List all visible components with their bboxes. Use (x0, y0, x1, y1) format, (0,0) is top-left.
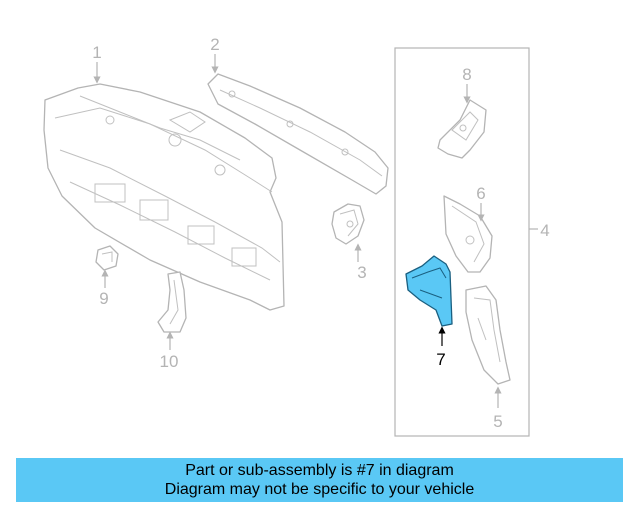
part-10-bracket (157, 271, 187, 333)
banner-line-2: Diagram may not be specific to your vehi… (164, 481, 475, 498)
info-banner: Part or sub-assembly is #7 in diagram Di… (16, 458, 623, 502)
part-6-inner-panel (443, 195, 493, 273)
part-1-rear-panel (43, 83, 285, 311)
part-3-bracket (331, 203, 365, 245)
part-7-highlighted[interactable] (405, 255, 453, 327)
callout-9: 9 (99, 289, 108, 308)
part-5-side-panel (465, 285, 511, 385)
callout-4: 4 (540, 221, 549, 240)
part-8-bracket (437, 99, 487, 159)
callout-8: 8 (462, 65, 471, 84)
callout-3: 3 (357, 263, 366, 282)
callout-2: 2 (210, 35, 219, 54)
callout-7: 7 (436, 350, 445, 369)
callout-6: 6 (476, 184, 485, 203)
callout-10: 10 (160, 352, 179, 371)
part-group-box (394, 47, 530, 437)
part-9-clip (95, 245, 119, 271)
callout-5: 5 (493, 412, 502, 431)
callout-1: 1 (92, 43, 101, 62)
part-2-crossmember (207, 73, 389, 195)
banner-line-1: Part or sub-assembly is #7 in diagram (185, 462, 454, 479)
